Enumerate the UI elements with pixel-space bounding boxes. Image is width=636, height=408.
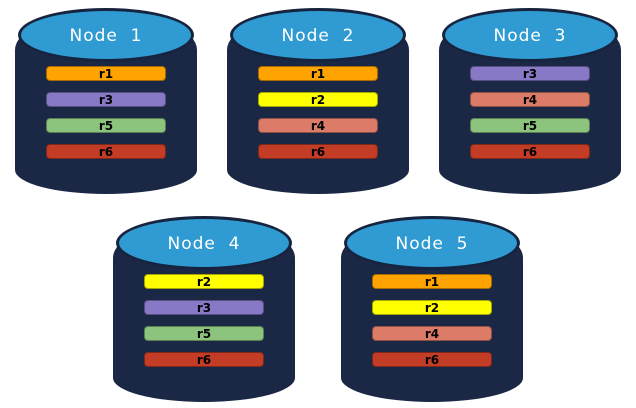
- replica-bar: r2: [144, 274, 264, 289]
- node-1: Node 1 r1 r3 r5 r6: [15, 8, 197, 194]
- node-5-title: Node 5: [395, 234, 469, 254]
- node-5: Node 5 r1 r2 r4 r6: [341, 216, 523, 402]
- node-3-cylinder-lid: Node 3: [442, 8, 618, 62]
- replica-bar: r6: [470, 144, 590, 159]
- node-5-replica-list: r1 r2 r4 r6: [341, 274, 523, 367]
- replica-bar: r1: [372, 274, 492, 289]
- replica-bar: r2: [258, 92, 378, 107]
- replica-bar-label: r3: [522, 66, 538, 81]
- replica-bar: r3: [470, 66, 590, 81]
- replica-bar-label: r4: [424, 326, 440, 341]
- node-5-cylinder-lid: Node 5: [344, 216, 520, 270]
- replica-bar: r5: [144, 326, 264, 341]
- node-4-title: Node 4: [167, 234, 241, 254]
- replica-bar: r6: [372, 352, 492, 367]
- replica-bar-label: r5: [196, 326, 212, 341]
- replica-bar-label: r2: [196, 274, 212, 289]
- replica-bar-label: r6: [424, 352, 440, 367]
- replica-bar-label: r6: [98, 144, 114, 159]
- node-4: Node 4 r2 r3 r5 r6: [113, 216, 295, 402]
- replica-bar: r6: [46, 144, 166, 159]
- replica-bar-label: r1: [98, 66, 114, 81]
- replica-bar-label: r6: [522, 144, 538, 159]
- replica-bar: r1: [258, 66, 378, 81]
- replica-bar: r4: [470, 92, 590, 107]
- replica-bar-label: r5: [522, 118, 538, 133]
- node-2-cylinder-lid: Node 2: [230, 8, 406, 62]
- replica-bar-label: r5: [98, 118, 114, 133]
- replica-bar: r5: [46, 118, 166, 133]
- top-row: Node 1 r1 r3 r5 r6 Node 2: [0, 0, 636, 194]
- replica-bar-label: r1: [310, 66, 326, 81]
- replica-bar: r2: [372, 300, 492, 315]
- replica-bar-label: r2: [310, 92, 326, 107]
- replica-bar-label: r6: [196, 352, 212, 367]
- replica-bar-label: r1: [424, 274, 440, 289]
- node-3-replica-list: r3 r4 r5 r6: [439, 66, 621, 159]
- node-1-replica-list: r1 r3 r5 r6: [15, 66, 197, 159]
- replica-bar-label: r4: [310, 118, 326, 133]
- replica-bar: r1: [46, 66, 166, 81]
- replica-bar-label: r2: [424, 300, 440, 315]
- replica-bar: r3: [144, 300, 264, 315]
- bottom-row: Node 4 r2 r3 r5 r6 Node 5: [0, 216, 636, 402]
- replica-bar-label: r6: [310, 144, 326, 159]
- replica-bar-label: r3: [98, 92, 114, 107]
- replica-bar: r6: [144, 352, 264, 367]
- replica-bar-label: r3: [196, 300, 212, 315]
- node-2-title: Node 2: [281, 26, 355, 46]
- node-4-replica-list: r2 r3 r5 r6: [113, 274, 295, 367]
- node-2: Node 2 r1 r2 r4 r6: [227, 8, 409, 194]
- replica-bar: r4: [372, 326, 492, 341]
- replica-bar-label: r4: [522, 92, 538, 107]
- node-3: Node 3 r3 r4 r5 r6: [439, 8, 621, 194]
- replica-bar: r3: [46, 92, 166, 107]
- node-2-replica-list: r1 r2 r4 r6: [227, 66, 409, 159]
- replica-bar: r6: [258, 144, 378, 159]
- node-1-cylinder-lid: Node 1: [18, 8, 194, 62]
- node-1-title: Node 1: [69, 26, 143, 46]
- node-3-title: Node 3: [493, 26, 567, 46]
- node-4-cylinder-lid: Node 4: [116, 216, 292, 270]
- replica-bar: r4: [258, 118, 378, 133]
- replica-bar: r5: [470, 118, 590, 133]
